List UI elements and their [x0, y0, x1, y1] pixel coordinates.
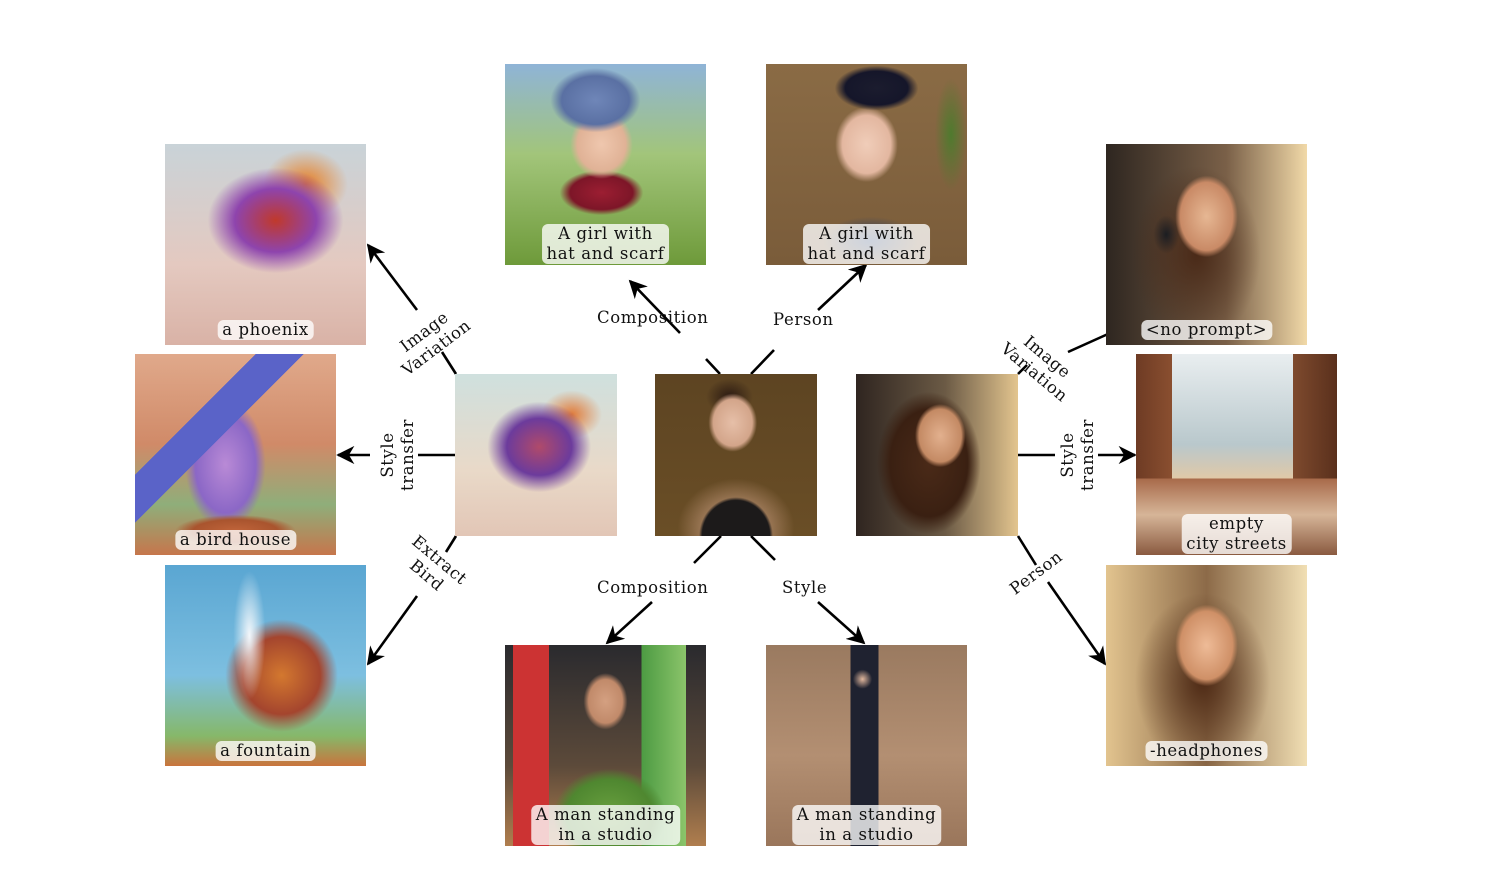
caption: A girl with hat and scarf	[802, 224, 931, 264]
source-image-bird	[455, 374, 617, 536]
edge-girl-to-man-style-arrow	[817, 601, 866, 645]
caption: <no prompt>	[1140, 320, 1273, 340]
phoenix-image	[165, 144, 366, 345]
edge-label-composition-top: Composition	[597, 308, 709, 327]
edge-hp-to-no-headphones-arrow	[1046, 581, 1107, 666]
caption: a fountain	[215, 741, 316, 761]
edge-label-image-variation-left: Image Variation	[396, 307, 475, 380]
caption: a bird house	[174, 530, 297, 550]
output-noprompt: <no prompt>	[1106, 144, 1307, 345]
caption: A girl with hat and scarf	[541, 224, 670, 264]
edge-girl-to-man-style	[750, 535, 776, 561]
caption: A man standing in a studio	[530, 805, 681, 845]
woman-no-headphones-image	[1106, 565, 1307, 766]
edge-label-composition-bottom: Composition	[597, 578, 709, 597]
edge-girl-to-hat-person	[750, 349, 775, 375]
edge-girl-to-man-composition	[693, 535, 722, 564]
bird-fountain-image	[165, 565, 366, 766]
caption: A man standing in a studio	[791, 805, 942, 845]
caption: empty city streets	[1181, 514, 1292, 554]
source-image-headphones	[856, 374, 1018, 536]
edge-label-person-right: Person	[1006, 546, 1066, 599]
girl-portrait-image	[655, 374, 817, 536]
output-no-headphones: -headphones	[1106, 565, 1307, 766]
output-phoenix: a phoenix	[165, 144, 366, 345]
edge-hp-to-noprompt-arrow	[1067, 332, 1109, 354]
output-girl-hat-person: A girl with hat and scarf	[766, 64, 967, 265]
output-girl-hat-composition: A girl with hat and scarf	[505, 64, 706, 265]
caption: -headphones	[1145, 741, 1268, 761]
edge-label-style-transfer-right: Style transfer	[1058, 418, 1098, 492]
output-city: empty city streets	[1136, 354, 1337, 555]
headphones-variation-image	[1106, 144, 1307, 345]
edge-bird-to-phoenix-arrow	[366, 243, 419, 311]
caption: a phoenix	[217, 320, 314, 340]
source-image-girl	[655, 374, 817, 536]
edge-hp-to-no-headphones	[1016, 535, 1038, 566]
edge-label-extract-bird: Extract Bird	[406, 531, 471, 595]
birdhouse-image	[135, 354, 336, 555]
edge-bird-to-phoenix	[440, 351, 458, 375]
edge-girl-to-hat-composition	[705, 358, 721, 375]
edge-girl-to-man-composition-arrow	[605, 601, 653, 645]
edge-label-style-bottom: Style	[782, 578, 828, 597]
output-fountain: a fountain	[165, 565, 366, 766]
edge-label-person-top: Person	[773, 310, 834, 329]
output-birdhouse: a bird house	[135, 354, 336, 555]
edge-bird-to-fountain	[444, 535, 458, 553]
edge-label-style-transfer-left: Style transfer	[378, 418, 418, 492]
output-man-style: A man standing in a studio	[766, 645, 967, 846]
edge-girl-to-hat-person-arrow	[817, 263, 868, 311]
bird-image	[455, 374, 617, 536]
headphones-woman-image	[856, 374, 1018, 536]
output-man-composition: A man standing in a studio	[505, 645, 706, 846]
edge-bird-to-fountain-arrow	[366, 595, 419, 666]
